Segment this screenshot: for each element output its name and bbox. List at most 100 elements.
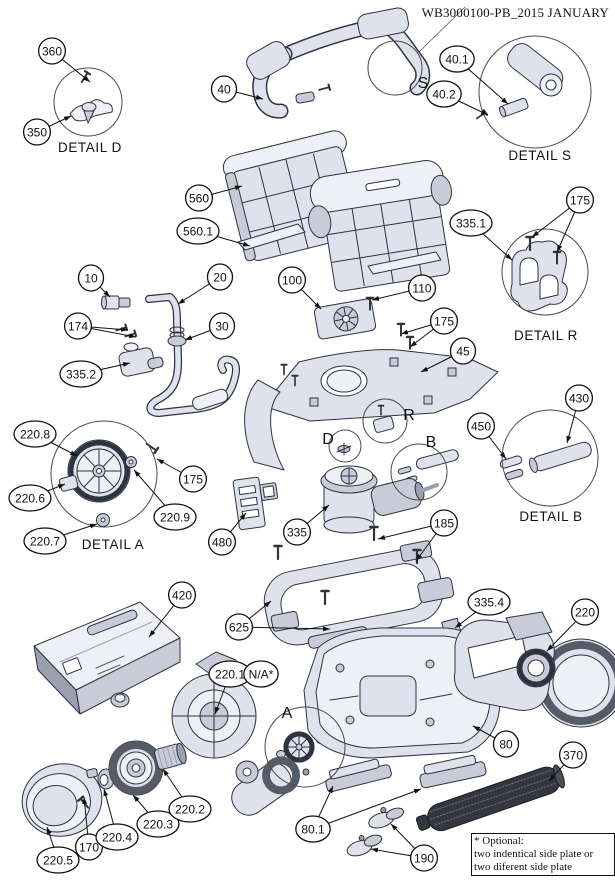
- detail-b-parts: [499, 441, 592, 481]
- balloon-label: 80: [499, 737, 513, 751]
- detail-a-gear: [67, 439, 131, 503]
- balloon-335.1: [449, 209, 493, 237]
- balloon-335: [282, 518, 312, 546]
- filter-basket-right: [308, 160, 452, 292]
- detail-view-circle: [53, 67, 123, 137]
- ref-a-gear: [276, 731, 326, 776]
- balloon-label: 100: [282, 273, 302, 287]
- balloon-350: [22, 118, 52, 146]
- balloon-175: [178, 465, 208, 493]
- balloon-360: [37, 37, 67, 65]
- balloon-40.1: [439, 45, 475, 73]
- handle-screw: [317, 83, 331, 94]
- balloon-label: 335: [287, 525, 307, 539]
- ref-b-pins: [397, 449, 459, 483]
- balloon-100: [277, 266, 307, 294]
- detail-ref-circle: [328, 429, 362, 463]
- latch-plate-2: [419, 754, 487, 789]
- detail-ref-letter: B: [426, 434, 437, 451]
- balloon-label: 170: [79, 840, 99, 854]
- balloon-450: [466, 412, 496, 440]
- balloon-220.5: [36, 846, 80, 874]
- balloon-label: 175: [570, 193, 590, 207]
- balloon-label: 80.1: [301, 822, 325, 836]
- balloon-190: [409, 844, 439, 872]
- balloon-480: [207, 528, 237, 556]
- balloon-label: 220.8: [20, 427, 50, 441]
- balloon-label: 220.6: [15, 491, 45, 505]
- balloon-335.4: [467, 588, 511, 616]
- detail-view-label: DETAIL B: [519, 509, 582, 524]
- balloon-label: 220.1: [215, 667, 245, 681]
- balloon-label: N/A*: [249, 667, 274, 681]
- balloon-110: [407, 274, 437, 302]
- top-cover-45: [244, 349, 499, 471]
- strainer-panel-right: [367, 251, 442, 275]
- balloon-220.9: [153, 503, 197, 531]
- balloon-label: 20: [213, 270, 227, 284]
- balloon-80: [492, 730, 520, 758]
- balloon-label: 560: [189, 191, 209, 205]
- balloon-220.8: [13, 420, 57, 448]
- balloon-label: 625: [229, 620, 249, 634]
- brush-roller-370: [415, 764, 565, 832]
- hose-grommet-30: [167, 335, 187, 347]
- balloon-185: [429, 509, 459, 537]
- strainer-panel-left: [237, 223, 306, 251]
- balloon-label: 40.2: [432, 87, 456, 101]
- detail-ref-letter: A: [282, 705, 293, 722]
- balloon-45: [449, 337, 477, 365]
- balloon-N/A*: [243, 660, 279, 688]
- detail-view-circle: [50, 420, 158, 528]
- detail-view-label: DETAIL S: [508, 148, 571, 163]
- balloon-label: 335.4: [474, 595, 504, 609]
- detail-ref-letter: R: [403, 407, 415, 424]
- balloon-420: [167, 581, 197, 609]
- detail-view-label: DETAIL R: [514, 328, 578, 343]
- balloon-220.7: [23, 527, 67, 555]
- detail-ref-letter: S: [418, 75, 429, 92]
- detail-r-bracket: [510, 235, 568, 312]
- balloon-560: [184, 184, 214, 212]
- detail-view-label: DETAIL D: [58, 140, 122, 155]
- balloon-174: [63, 312, 93, 340]
- cover-screw-1: [280, 363, 288, 376]
- paddle-1: [368, 807, 405, 829]
- balloon-220.4: [95, 823, 139, 851]
- balloon-label: 420: [172, 588, 192, 602]
- detail-view-label: DETAIL A: [82, 537, 145, 552]
- note-line-3: two diferent side plate: [474, 860, 573, 873]
- impeller-cover-100: [313, 298, 377, 340]
- balloon-label: 175: [434, 314, 454, 328]
- balloon-label: 220.5: [43, 853, 73, 867]
- balloon-label: 30: [215, 319, 229, 333]
- balloon-label: 175: [183, 472, 203, 486]
- balloon-40.2: [426, 80, 462, 108]
- balloon-label: 350: [27, 125, 47, 139]
- detail-view-circle: [501, 228, 589, 316]
- motor-bracket-480: [232, 476, 278, 531]
- ref-r-bracket: [372, 404, 395, 433]
- balloon-label: 190: [414, 851, 434, 865]
- balloon-label: 220.3: [143, 817, 173, 831]
- balloon-370: [558, 741, 588, 769]
- balloon-30: [208, 312, 236, 340]
- balloon-label: 335.1: [456, 216, 486, 230]
- detail-d-impeller: [69, 70, 113, 124]
- balloon-label: 220: [575, 605, 595, 619]
- balloon-label: 450: [471, 419, 491, 433]
- balloon-40: [210, 75, 238, 103]
- balloon-label: 174: [68, 319, 88, 333]
- balloon-label: 220.4: [102, 830, 132, 844]
- balloon-175: [429, 307, 459, 335]
- balloon-335.2: [59, 360, 103, 388]
- balloon-220: [570, 598, 600, 626]
- balloon-560.1: [176, 217, 220, 245]
- detail-ref-letter: D: [322, 431, 334, 448]
- balloon-label: 40.1: [445, 52, 469, 66]
- s-connector-line: [418, 6, 466, 53]
- document-code: WB3000100-PB_2015 JANUARY: [421, 5, 609, 20]
- balloon-label: 185: [434, 516, 454, 530]
